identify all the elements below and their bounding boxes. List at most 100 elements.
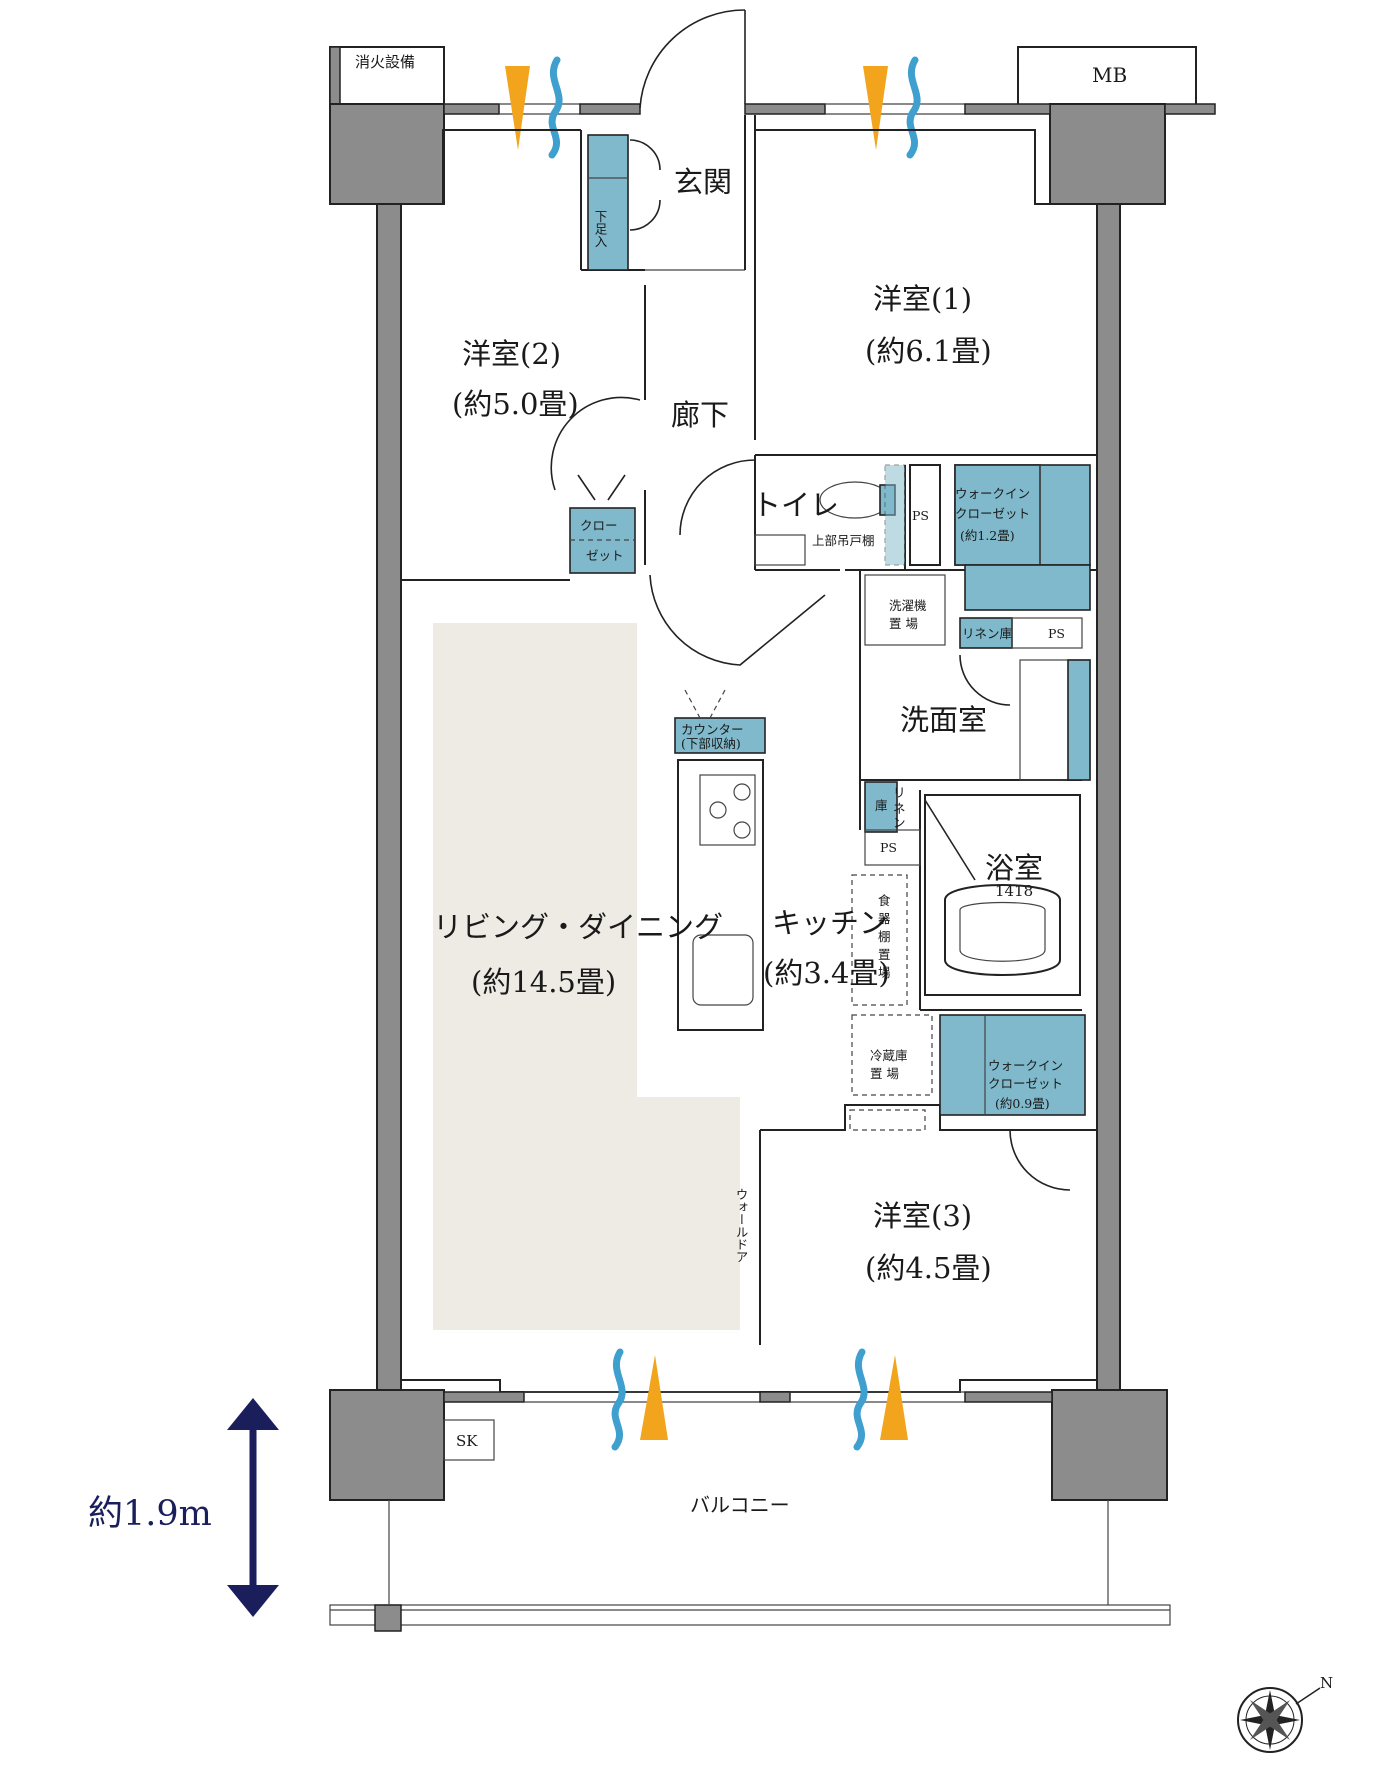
top-wall	[443, 103, 1216, 115]
linen-1-label: リネン庫	[962, 626, 1012, 641]
wall-left	[376, 203, 402, 1391]
sk-label: SK	[456, 1432, 478, 1450]
wic-2-label-2: クローゼット	[988, 1076, 1063, 1091]
wic-2-label-1: ウォークイン	[988, 1058, 1063, 1073]
closet-label-2: ゼット	[586, 548, 624, 563]
fridge-space	[851, 1014, 933, 1096]
fire-equipment-box: 消火設備	[329, 46, 445, 105]
dish-shelf-label-4: 置	[878, 947, 891, 962]
room-2-name: 洋室(2)	[462, 337, 561, 371]
kitchen-size: (約3.4畳)	[763, 956, 890, 990]
room-2-size: (約5.0畳)	[452, 387, 579, 421]
dimension-indicator: 約1.9m	[88, 1398, 279, 1617]
room-1-size: (約6.1畳)	[865, 334, 992, 368]
shoe-storage: 下足入	[587, 134, 661, 271]
sink-icon	[692, 934, 754, 1006]
ps-label-3: PS	[880, 840, 897, 855]
mb-box: MB	[1017, 46, 1197, 106]
wic-2-label-3: (約0.9畳)	[995, 1096, 1050, 1111]
wic-1-label-2: クローゼット	[955, 506, 1030, 521]
washer-label-1: 洗濯機	[889, 598, 927, 613]
ventilation-arrow-icon	[640, 1355, 668, 1440]
bathroom	[924, 794, 1081, 996]
kitchen-label: キッチン	[772, 906, 888, 940]
ventilation-arrow-icon	[880, 1355, 908, 1440]
wash-basin	[959, 654, 1091, 781]
dish-shelf-label-1: 食	[878, 893, 891, 908]
fridge-label-1: 冷蔵庫	[870, 1048, 908, 1063]
ventilation-bottom-2	[853, 1348, 908, 1451]
column-top-left	[329, 103, 445, 205]
ldk-door	[649, 574, 826, 666]
fridge-label-2: 置 場	[870, 1066, 899, 1081]
column-bottom-right	[1051, 1389, 1168, 1501]
washroom-label: 洗面室	[900, 703, 987, 737]
toilet-fixtures	[679, 459, 906, 566]
airflow-wave-icon	[906, 56, 921, 159]
airflow-wave-icon	[853, 1348, 868, 1451]
walk-in-closet-1	[954, 464, 1091, 611]
closet-label-1: クロー	[580, 518, 618, 533]
wic-1-label-1: ウォークイン	[955, 486, 1030, 501]
ventilation-bottom-1	[611, 1348, 668, 1451]
bathroom-size: 1418	[995, 882, 1033, 900]
ventilation-top-1	[505, 56, 563, 159]
dish-shelf-space	[851, 874, 908, 1006]
room-3-name: 洋室(3)	[873, 1199, 972, 1233]
ldk-floor-area	[433, 623, 740, 1330]
washer-space	[864, 574, 946, 646]
linen-2-label-3: 庫	[875, 798, 888, 813]
counter-label-1: カウンター	[681, 722, 744, 737]
ldk-name: リビング・ダイニング	[433, 910, 723, 944]
dish-shelf-label-3: 棚	[878, 929, 891, 944]
gas-burner-icon	[733, 783, 751, 801]
vent-grille	[849, 1109, 926, 1131]
compass-icon: N	[1237, 1674, 1333, 1753]
bottom-wall	[443, 1391, 1053, 1403]
linen-2-label-1: リ	[893, 785, 906, 800]
washer-label-2: 置 場	[889, 616, 918, 631]
room-3-size: (約4.5畳)	[865, 1251, 992, 1285]
fire-equipment-label: 消火設備	[355, 53, 415, 71]
wall-door-label: ウォールドア	[734, 1188, 749, 1263]
shoe-box-label: 下足入	[593, 210, 608, 248]
linen-storage-2	[864, 781, 898, 833]
counter-label-2: (下部収納)	[681, 736, 741, 751]
dish-shelf-label-5: 場	[878, 965, 891, 980]
column-bottom-left	[329, 1389, 445, 1501]
compass-north-label: N	[1320, 1674, 1333, 1692]
column-top-right	[1049, 103, 1166, 205]
bathroom-label: 浴室	[985, 851, 1043, 885]
toilet-label: トイレ	[752, 488, 839, 522]
entrance-label: 玄関	[674, 165, 732, 199]
upper-cabinet-label: 上部吊戸棚	[812, 533, 875, 548]
room-1-name: 洋室(1)	[873, 282, 972, 316]
walk-in-closet-2	[939, 1014, 1086, 1191]
entrance-door	[639, 9, 746, 109]
dish-shelf-label-2: 器	[878, 911, 891, 926]
ps-box-3	[864, 829, 921, 866]
ps-label-2: PS	[1048, 626, 1065, 641]
ventilation-arrow-icon	[863, 66, 888, 150]
ps-box-2	[1011, 617, 1083, 649]
wic-1-label-3: (約1.2畳)	[960, 528, 1015, 543]
counter	[674, 689, 766, 754]
linen-2-label-4: ン	[893, 815, 906, 830]
ps-box-1	[909, 464, 941, 566]
linen-2-label-2: ネ	[893, 801, 906, 816]
linen-storage-1	[959, 617, 1013, 649]
dimension-label: 約1.9m	[88, 1494, 212, 1534]
airflow-wave-icon	[548, 56, 563, 159]
airflow-wave-icon	[611, 1348, 626, 1451]
ps-label-1: PS	[912, 508, 929, 523]
bathtub-icon	[944, 884, 1061, 976]
balcony: SK バルコニー	[329, 1419, 1171, 1632]
closet-room-2: クロー ゼット	[550, 396, 641, 574]
ldk-size: (約14.5畳)	[471, 965, 616, 999]
hallway-label: 廊下	[671, 398, 729, 432]
kitchen-island	[677, 759, 764, 1031]
balcony-label: バルコニー	[690, 1493, 790, 1517]
mb-label: MB	[1092, 63, 1127, 87]
ventilation-top-2	[863, 56, 921, 159]
